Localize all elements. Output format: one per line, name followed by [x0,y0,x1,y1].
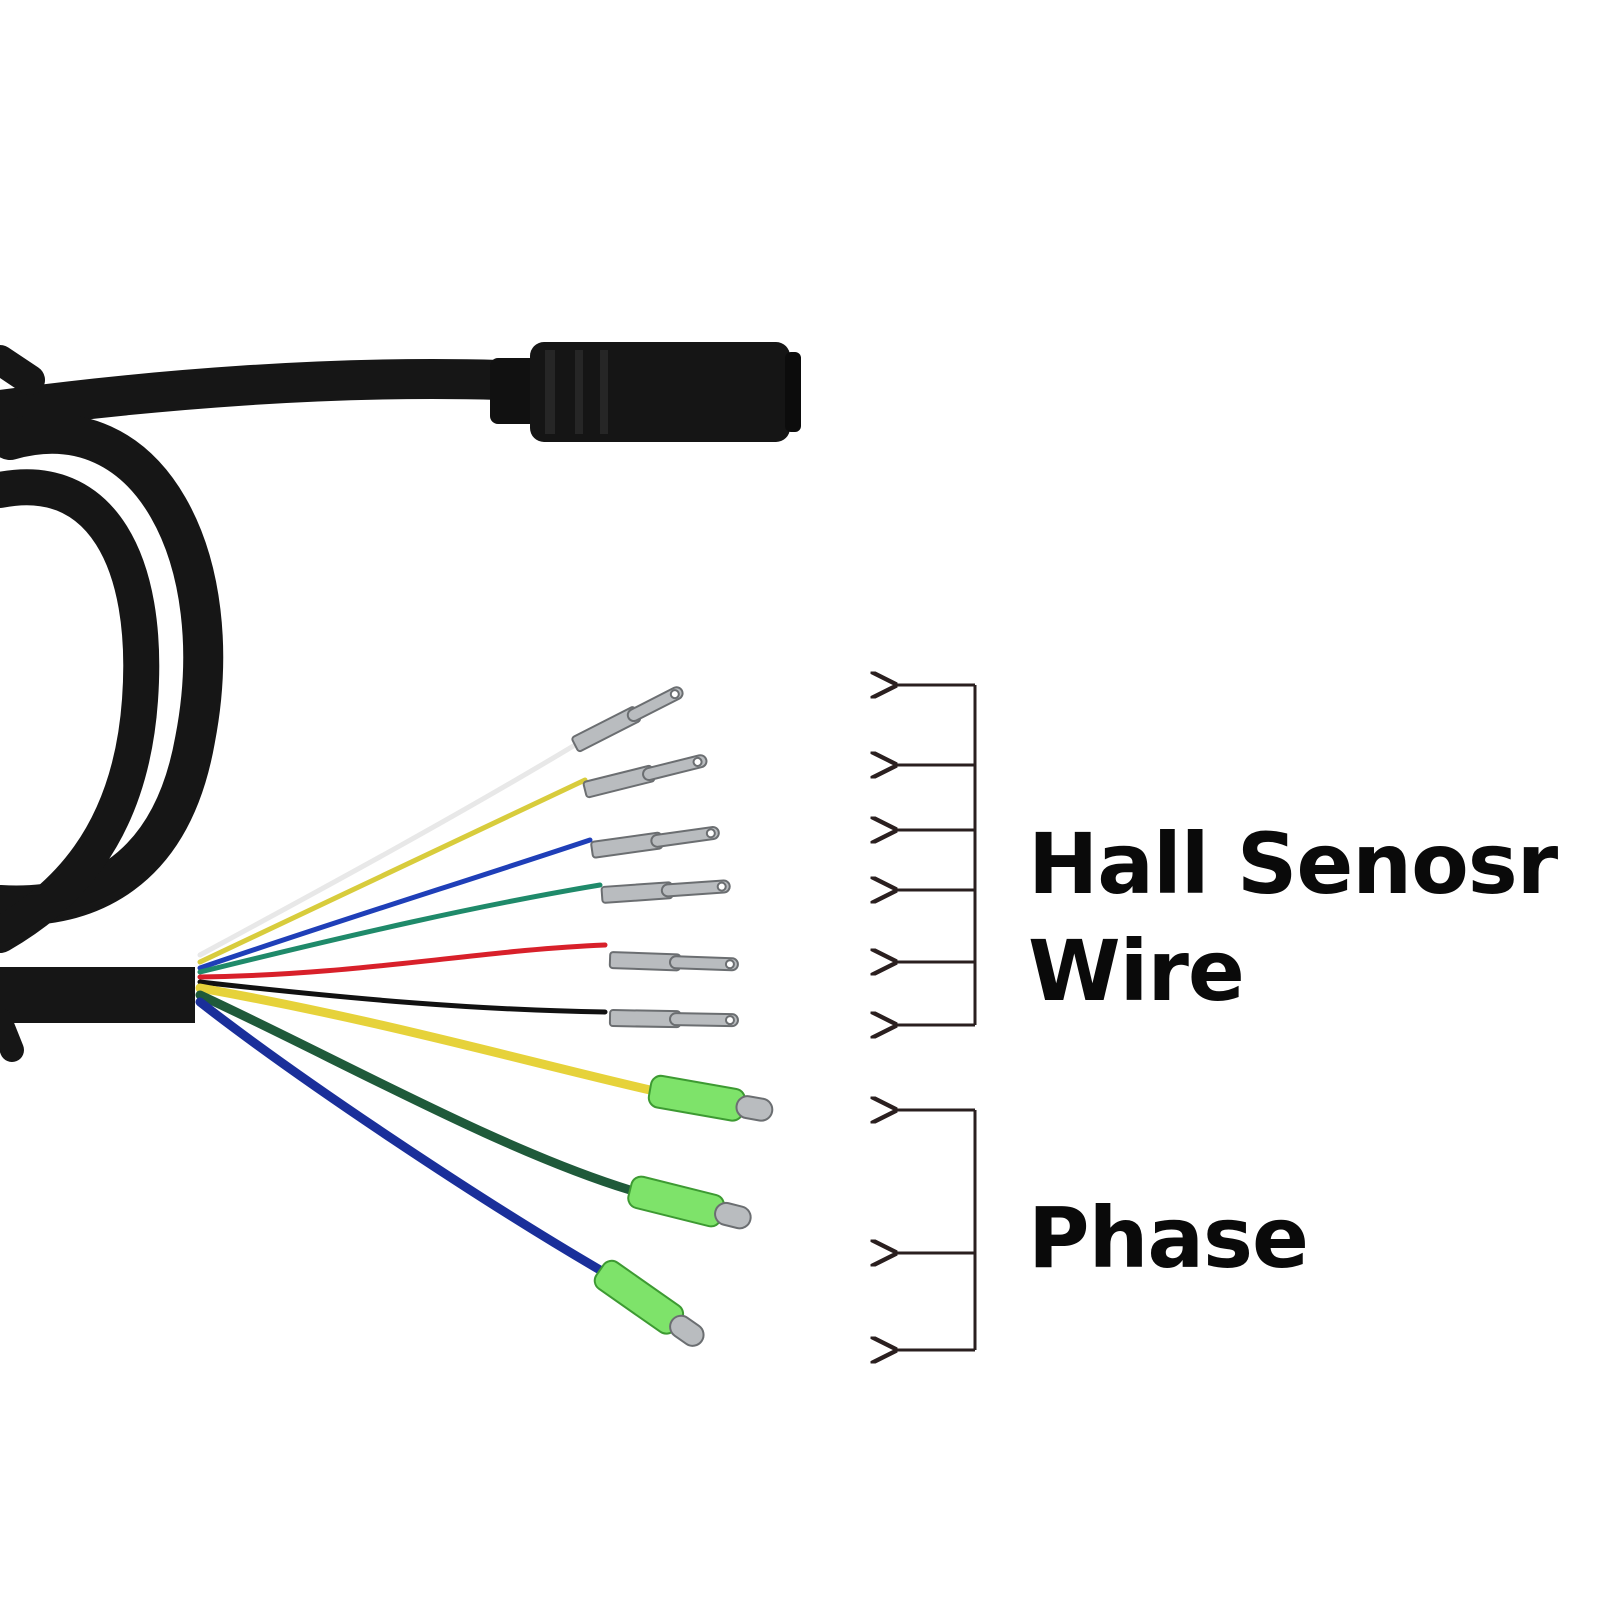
hall-pin-terminals [571,686,739,1029]
hall-sensor-label-line1: Hall Senosr [1028,815,1558,913]
pin-terminal-4 [600,879,731,904]
coiled-cable [0,345,520,1062]
pin-terminal-3 [590,826,720,859]
wire-phase-yellow [195,983,655,1095]
wire-hall-blue [197,837,593,971]
phase-connector-3 [593,1259,705,1347]
cable-bottom-edge-stub [0,1008,24,1062]
wire-hall-yellow [197,777,588,965]
phase-label: Phase [1028,1189,1309,1287]
pin-terminal-1 [571,686,684,753]
phase-bracket [895,1110,977,1350]
hall-sensor-bracket [895,685,977,1025]
wire-phase-green [195,990,635,1195]
phase-connector-1 [647,1074,774,1122]
wire-hall-black [197,979,608,1015]
cable-top-edge-stub [0,345,45,395]
wires [195,742,655,1275]
female-connector [490,342,801,442]
phase-bullet-connectors [593,1074,774,1347]
wire-hall-red [197,942,608,980]
hall-sensor-label-line2: Wire [1028,922,1245,1020]
pin-terminal-2 [582,754,708,799]
wire-hall-green [197,882,603,975]
phase-connector-2 [627,1175,752,1230]
pin-terminal-5 [608,951,739,972]
cable-top-run [0,359,520,430]
cable-inner-loop [0,469,160,953]
wire-phase-blue [195,997,605,1275]
pin-terminal-6 [608,1009,739,1029]
wire-hall-white [197,742,578,958]
cable-outer-loop [0,413,224,926]
